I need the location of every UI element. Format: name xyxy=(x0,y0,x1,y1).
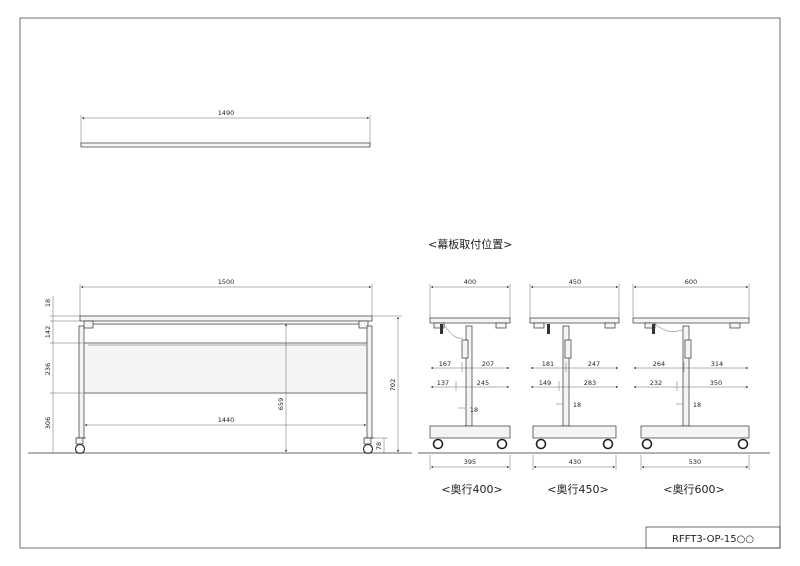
panel-bottom-gap-label: 306 xyxy=(44,417,52,429)
right-leg xyxy=(366,325,373,439)
dim-167: 167 xyxy=(439,360,451,368)
top-thickness-label: 18 xyxy=(44,299,52,307)
side-view-600: 600 264 314 232 350 18 530 <奥行600> xyxy=(632,278,750,496)
dim-314: 314 xyxy=(711,360,723,368)
dim-264: 264 xyxy=(653,360,665,368)
left-bracket xyxy=(83,320,94,329)
base-400 xyxy=(429,425,511,439)
side-view-400: 400 167 207 137 245 18 395 <奥行400> xyxy=(429,278,511,496)
panel-top-offset-label: 142 xyxy=(44,326,52,338)
caster-offset-label: 78 xyxy=(375,442,383,450)
post-width-600: 18 xyxy=(693,401,701,409)
dim-232: 232 xyxy=(650,379,662,387)
front-view: 1500 1440 659 18 xyxy=(28,278,412,455)
dim-350: 350 xyxy=(710,379,722,387)
inner-width-label: 1440 xyxy=(218,416,235,424)
title-block xyxy=(645,526,781,549)
dim-149: 149 xyxy=(539,379,551,387)
base-450 xyxy=(532,425,617,439)
dim-207: 207 xyxy=(482,360,494,368)
panel-height-label: 236 xyxy=(44,363,52,375)
caption-600: <奥行600> xyxy=(663,482,724,496)
dim-137: 137 xyxy=(437,379,449,387)
dim-245: 245 xyxy=(477,379,489,387)
drawing-border xyxy=(19,17,781,549)
modesty-panel xyxy=(82,342,372,394)
base-label-450: 430 xyxy=(569,458,581,466)
tabletop xyxy=(79,315,373,322)
caption-450: <奥行450> xyxy=(547,482,608,496)
depth-label-450: 450 xyxy=(569,278,581,286)
base-600 xyxy=(640,425,750,439)
dim-181: 181 xyxy=(542,360,554,368)
left-caster xyxy=(74,443,86,455)
tabletop-plan xyxy=(80,142,371,148)
depth-label-600: 600 xyxy=(685,278,697,286)
right-caster xyxy=(362,443,374,455)
section-title: <幕板取付位置> xyxy=(428,237,512,251)
overall-height-label: 702 xyxy=(389,379,397,391)
right-bracket xyxy=(358,320,369,329)
base-label-600: 530 xyxy=(689,458,701,466)
post-width-450: 18 xyxy=(573,401,581,409)
top-view: 1490 xyxy=(80,109,371,148)
caption-400: <奥行400> xyxy=(441,482,502,496)
post-width-400: 18 xyxy=(470,406,478,414)
top-width-label: 1490 xyxy=(218,109,235,117)
drawing-number: RFFT3-OP-15○○ xyxy=(672,534,754,545)
depth-label-400: 400 xyxy=(464,278,476,286)
overall-width-label: 1500 xyxy=(218,278,235,286)
base-label-400: 395 xyxy=(464,458,476,466)
side-view-450: 450 181 247 149 283 18 430 <奥行450> xyxy=(529,278,620,496)
dim-247: 247 xyxy=(588,360,600,368)
leg-height-label: 659 xyxy=(277,398,285,410)
dim-283: 283 xyxy=(584,379,596,387)
